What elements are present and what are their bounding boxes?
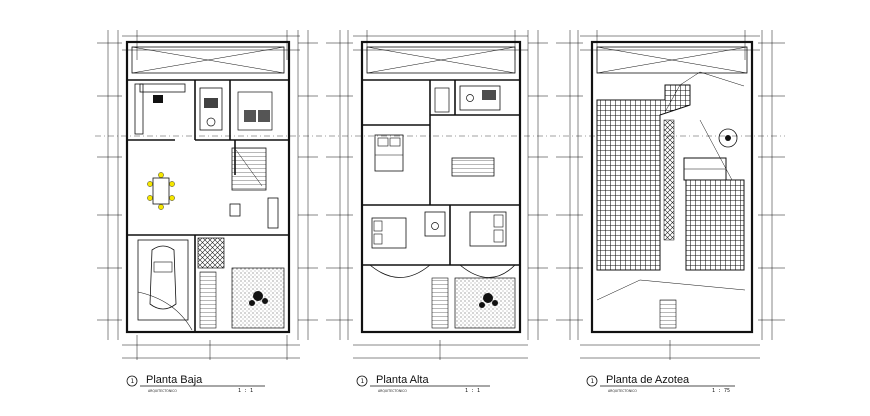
plan-planta-alta: 1 Planta Alta ARQUITECTONICO 1 : 1: [326, 30, 548, 394]
title-block-planta-baja: 1 Planta Baja ARQUITECTONICO 1 : 1: [126, 374, 265, 394]
plan-title: Planta Baja: [146, 374, 203, 386]
plan-marker: 1: [131, 378, 135, 385]
plan-scale: 1 : 1: [465, 388, 480, 394]
plan-planta-baja: 1 Planta Baja ARQUITECTONICO 1 : 1: [97, 30, 318, 394]
title-block-planta-de-azotea: 1 Planta de Azotea ARQUITECTONICO 1 : 75: [586, 374, 735, 394]
plan-subtitle: ARQUITECTONICO: [378, 389, 407, 393]
plan-subtitle: ARQUITECTONICO: [608, 389, 637, 393]
dimension-lines: [107, 30, 309, 360]
plan-scale: 1 : 1: [238, 388, 253, 394]
plan-marker: 1: [361, 378, 365, 385]
plan-marker: 1: [591, 378, 595, 385]
plan-title: Planta Alta: [376, 374, 429, 386]
axis-bubbles: [97, 42, 318, 321]
plan-scale: 1 : 75: [712, 388, 730, 394]
plan-marker-icon: [356, 375, 368, 387]
plan-planta-de-azotea: 1 Planta de Azotea ARQUITECTONICO 1 : 75: [556, 30, 785, 394]
plan-title: Planta de Azotea: [606, 374, 690, 386]
plan-subtitle: ARQUITECTONICO: [148, 389, 177, 393]
plan-marker-icon: [586, 375, 598, 387]
title-block-planta-alta: 1 Planta Alta ARQUITECTONICO 1 : 1: [356, 374, 490, 394]
plan-marker-icon: [126, 375, 138, 387]
